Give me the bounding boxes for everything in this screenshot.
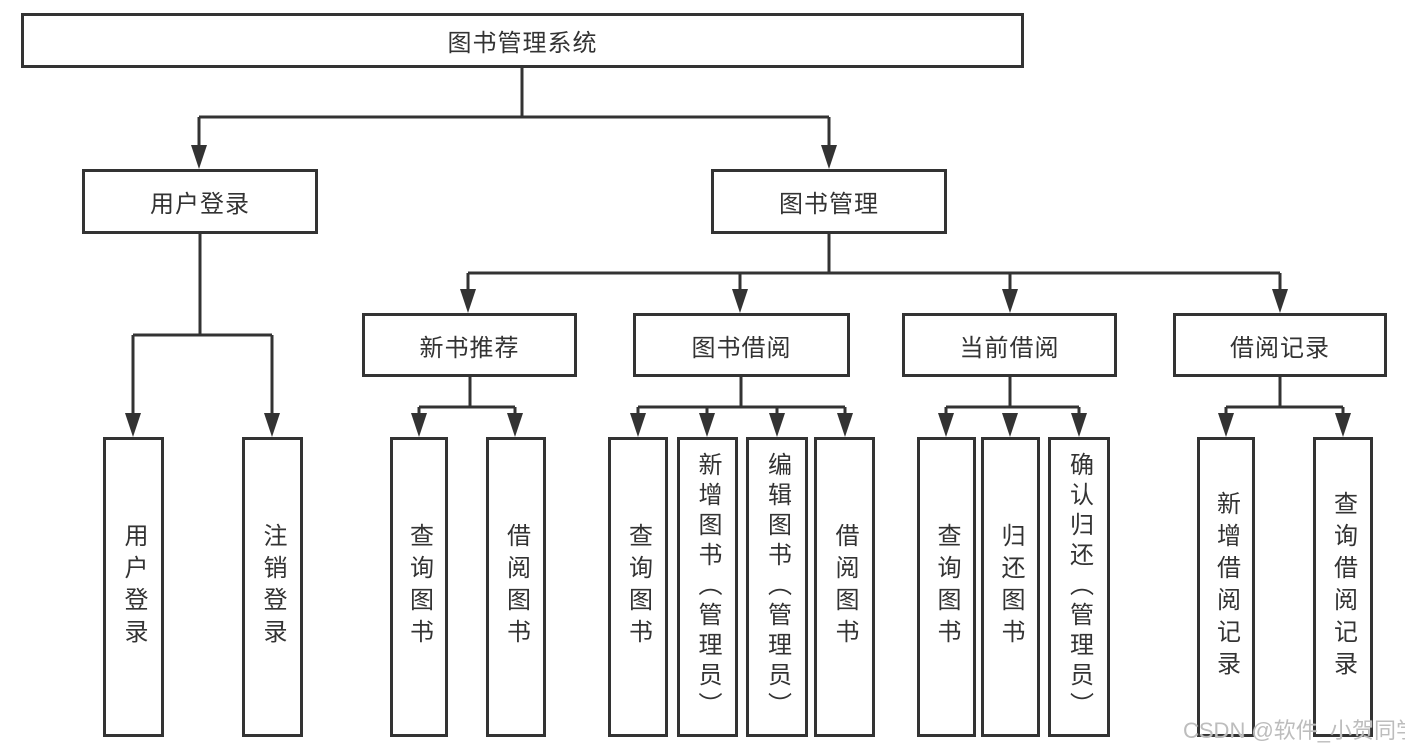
node-new-book-recommend-label: 新书推荐 [419,334,520,362]
csdn-watermark: CSDN @软件_小贺同学 [1183,718,1405,743]
leaf-edit-books-admin-label: 编辑图书（管理员） [763,452,791,722]
connector-user-login-to-leaves [125,233,280,437]
connector-root-to-level2 [191,67,837,169]
leaf-query-borrow-record-label: 查询借阅记录 [1329,491,1357,683]
leaf-add-books-admin-label: 新增图书（管理员） [694,452,721,722]
node-user-login: 用户登录 [82,169,318,234]
node-root-system: 图书管理系统 [21,13,1024,68]
leaf-query-books-recommend: 查询图书 [390,437,448,737]
leaf-borrow-books-recommend: 借阅图书 [486,437,546,737]
leaf-query-books-borrow-label: 查询图书 [624,523,652,651]
leaf-edit-books-admin: 编辑图书（管理员） [746,437,808,737]
leaf-query-books-current-label: 查询图书 [933,523,960,651]
node-root-system-label: 图书管理系统 [447,30,598,57]
leaf-user-login-label: 用户登录 [120,523,147,651]
leaf-query-borrow-record: 查询借阅记录 [1313,437,1373,737]
leaf-borrow-books: 借阅图书 [814,437,875,737]
node-borrow-records: 借阅记录 [1173,313,1387,377]
connector-borrow-records-to-leaves [1218,377,1351,437]
leaf-query-books-recommend-label: 查询图书 [405,523,433,651]
leaf-user-login: 用户登录 [103,437,164,737]
node-new-book-recommend: 新书推荐 [362,313,577,377]
leaf-logout-label: 注销登录 [259,523,286,651]
node-current-borrow: 当前借阅 [902,313,1117,377]
connector-current-borrow-to-leaves [938,377,1087,437]
node-book-management: 图书管理 [711,169,947,234]
leaf-add-books-admin: 新增图书（管理员） [677,437,738,737]
connector-book-borrow-to-leaves [630,377,853,437]
node-user-login-label: 用户登录 [150,191,250,218]
connector-book-mgmt-to-level3 [460,233,1288,313]
leaf-add-borrow-record-label: 新增借阅记录 [1212,491,1240,683]
leaf-borrow-books-recommend-label: 借阅图书 [502,523,530,651]
leaf-return-books-label: 归还图书 [997,523,1024,651]
node-current-borrow-label: 当前借阅 [959,334,1060,362]
leaf-confirm-return-admin: 确认归还（管理员） [1048,437,1110,737]
node-book-management-label: 图书管理 [779,191,879,218]
leaf-borrow-books-label: 借阅图书 [831,523,858,651]
leaf-query-books-current: 查询图书 [917,437,976,737]
leaf-return-books: 归还图书 [981,437,1040,737]
leaf-add-borrow-record: 新增借阅记录 [1197,437,1255,737]
connector-new-books-to-leaves [411,377,523,437]
node-borrow-records-label: 借阅记录 [1230,334,1330,362]
node-book-borrow: 图书借阅 [633,313,850,377]
leaf-logout: 注销登录 [242,437,303,737]
leaf-confirm-return-admin-label: 确认归还（管理员） [1065,452,1093,722]
leaf-query-books-borrow: 查询图书 [608,437,668,737]
node-book-borrow-label: 图书借阅 [691,334,792,362]
